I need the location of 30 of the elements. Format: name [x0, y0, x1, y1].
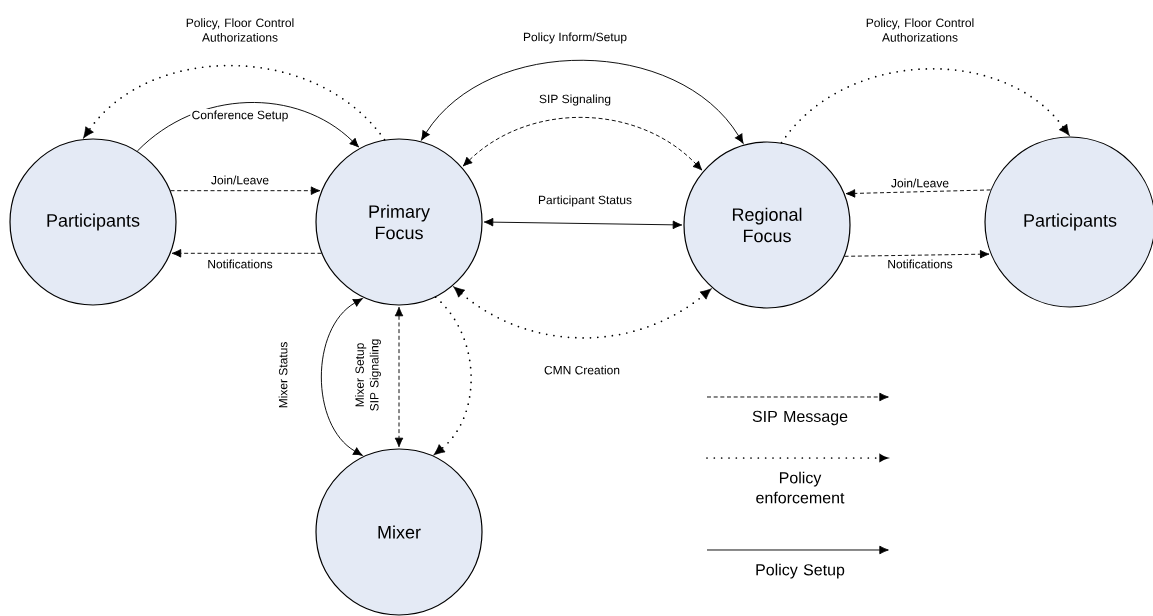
edge-label: Participant Status: [536, 194, 634, 208]
edge-label: Mixer Status: [277, 340, 289, 410]
arrow: [171, 249, 322, 258]
arrow: [433, 296, 472, 456]
edge-label: Policy Inform/Setup: [521, 31, 629, 45]
arrow: [845, 189, 992, 198]
legend-text: SIP Message: [752, 410, 848, 426]
edge-label: Notifications: [206, 258, 274, 270]
arrow: [780, 68, 1070, 144]
edge-label: Policy, Floor Control Authorizations: [175, 16, 305, 44]
edge-label: Notifications: [886, 258, 954, 270]
arrow: [421, 59, 744, 144]
legend-text: Policy Setup: [756, 563, 845, 579]
arrow: [844, 249, 990, 259]
legend-text: Policy enforcement: [756, 471, 845, 504]
edge-label: CMN Creation: [542, 364, 622, 376]
edge-label: Join/Leave: [209, 174, 271, 186]
edge-label: Policy, Floor Control Authorizations: [855, 16, 985, 44]
arrow: [483, 217, 683, 230]
edge-label: Conference Setup: [190, 109, 290, 123]
arrow: [320, 298, 363, 456]
arrow: [83, 64, 386, 141]
arrow: [462, 116, 703, 171]
edge-label: Mixer Setup SIP Signaling: [353, 335, 383, 415]
arrow: [394, 306, 404, 448]
arrow: [136, 102, 360, 152]
arrow: [170, 186, 321, 195]
edge-label: SIP Signaling: [537, 93, 613, 107]
arrow: [453, 286, 712, 339]
edge-label: Join/Leave: [889, 177, 951, 189]
